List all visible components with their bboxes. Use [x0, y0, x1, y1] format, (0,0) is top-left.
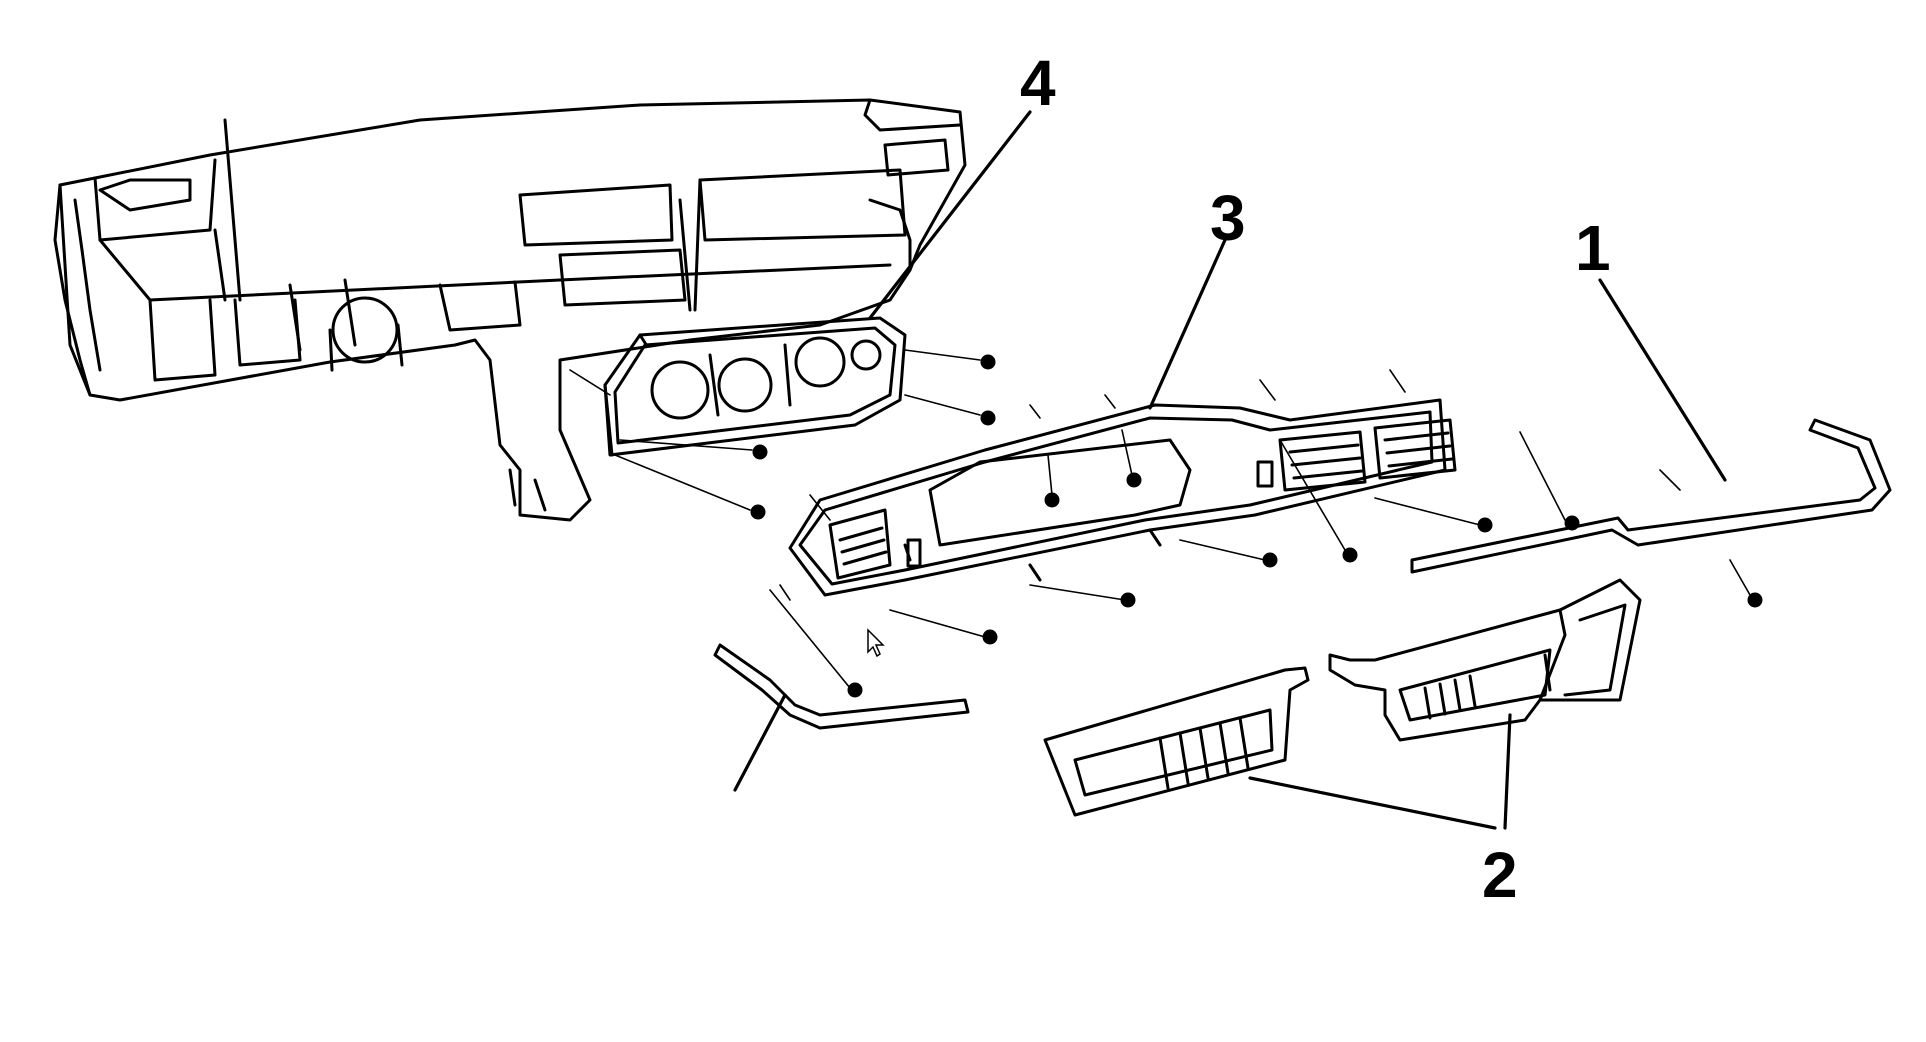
callout-2: 2 [1482, 839, 1518, 911]
fascia-screws [769, 369, 1763, 698]
leader-left-strip [733, 693, 787, 792]
instrument-cluster-housing [603, 316, 907, 457]
callout-4: 4 [1020, 47, 1056, 119]
leader-lines [733, 110, 1727, 830]
cluster-screws [569, 349, 996, 520]
callout-1: 1 [1575, 212, 1611, 284]
trim-strip-right [1410, 418, 1892, 574]
leader-2a [1248, 776, 1497, 830]
lower-panel-right [1328, 578, 1642, 742]
pointer-icon [867, 628, 885, 658]
lower-panel-left [1043, 666, 1310, 817]
leader-2b [1503, 713, 1512, 830]
trim-strip-left [713, 643, 970, 730]
callout-3: 3 [1210, 182, 1246, 254]
leader-4 [868, 110, 1032, 320]
dashboard-body [53, 98, 967, 522]
leader-3 [1148, 238, 1227, 410]
leader-1 [1598, 278, 1727, 482]
fascia-panel [788, 398, 1457, 597]
